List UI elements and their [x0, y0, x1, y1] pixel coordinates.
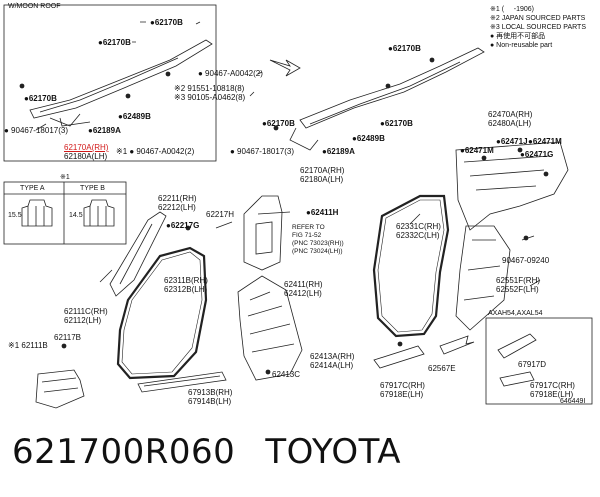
door-opening-trim-front — [116, 246, 208, 380]
callout-62170a[interactable]: 62170A(RH) — [300, 166, 345, 175]
quarter-trim-lower — [455, 225, 511, 331]
callout-62217h[interactable]: 62217H — [206, 210, 235, 219]
callout-62414a[interactable]: 62414A(LH) — [310, 361, 354, 370]
callout-62331c[interactable]: 62331C(RH) — [396, 222, 441, 231]
type-table-frame — [3, 181, 127, 245]
center-pillar-lower — [237, 275, 303, 381]
callout-62111c[interactable]: 62111C(RH) — [64, 307, 108, 316]
callout-62471j[interactable]: ●62471J — [496, 137, 528, 146]
brand-name: TOYOTA — [265, 432, 402, 472]
direction-arrow — [269, 59, 301, 77]
type-b-clip — [83, 199, 115, 227]
callout-62170b[interactable]: ●62170B — [24, 94, 57, 103]
callout-62170b[interactable]: ●62170B — [98, 38, 131, 47]
callout-62117b[interactable]: 62117B — [54, 333, 81, 342]
roof-garnish-right — [299, 47, 485, 129]
callout-67918e[interactable]: 67918E(LH) — [380, 390, 424, 399]
callout-62567e[interactable]: 62567E — [428, 364, 456, 373]
callout-62471g[interactable]: ●62471G — [520, 150, 554, 159]
callout-67917c[interactable]: 67917C(RH) — [380, 381, 425, 390]
callout-62311b[interactable]: 62311B(RH) — [164, 276, 208, 285]
legend-line-3: ※3 LOCAL SOURCED PARTS — [490, 24, 586, 31]
callout-67917d[interactable]: 67917D — [518, 360, 547, 369]
part-caption: 621700R060 TOYOTA — [12, 432, 431, 472]
type-a-label: TYPE A — [20, 185, 45, 192]
legend-line-2: ※2 JAPAN SOURCED PARTS — [490, 15, 586, 22]
callout-90467-09240[interactable]: 90467-09240 — [502, 256, 550, 265]
callout-90105-a0462[interactable]: ※3 90105-A0462(8) — [174, 93, 246, 102]
quarter-trim-upper — [455, 141, 569, 231]
callout-62489b[interactable]: ●62489B — [352, 134, 385, 143]
callout-62212[interactable]: 62212(LH) — [158, 203, 196, 212]
callout-67917c[interactable]: 67917C(RH) — [530, 381, 575, 390]
axah-label: AXAH54,AXAL54 — [488, 310, 543, 317]
type-a-clip — [21, 199, 53, 227]
callout-67914b[interactable]: 67914B(LH) — [188, 397, 232, 406]
callout-62211[interactable]: 62211(RH) — [158, 194, 197, 203]
front-scuff-plate — [137, 371, 227, 393]
callout-62489b[interactable]: ●62489B — [118, 112, 151, 121]
refer-to-figure-note: REFER TO FIG 71-52 (PNC 73023(RH)) (PNC … — [292, 224, 344, 255]
callout-62413c[interactable]: 62413C — [272, 370, 301, 379]
callout-62412[interactable]: 62412(LH) — [284, 289, 322, 298]
callout-62217g[interactable]: ●62217G — [166, 221, 200, 230]
clip-dot — [19, 83, 25, 89]
callout-62189a[interactable]: ●62189A — [322, 147, 355, 156]
legend-line-4: ● 再使用不可部品 — [490, 33, 546, 40]
callout-62312b[interactable]: 62312B(LH) — [164, 285, 208, 294]
callout-62471m[interactable]: ●62471M — [528, 137, 562, 146]
callout-90467-18017[interactable]: ● 90467-18017(3) — [4, 126, 68, 135]
callout-62332c[interactable]: 62332C(LH) — [396, 231, 440, 240]
axah-frame — [485, 317, 593, 405]
rear-scuff-plate — [373, 345, 425, 369]
direction-arrow-left — [439, 335, 475, 355]
moon-roof-title: W/MOON ROOF — [8, 3, 61, 10]
callout-62471m[interactable]: ●62471M — [460, 146, 494, 155]
callout-90467-a0042[interactable]: ● 90467-A0042(2) — [198, 69, 263, 78]
callout-67918e[interactable]: 67918E(LH) — [530, 390, 574, 399]
callout-62413a[interactable]: 62413A(RH) — [310, 352, 355, 361]
callout-62111b[interactable]: ※1 62111B — [8, 341, 48, 350]
callout-90467-a0042[interactable]: ※1 ● 90467-A0042(2) — [116, 147, 195, 156]
callout-62170b[interactable]: ●62170B — [150, 18, 183, 27]
callout-62189a[interactable]: ●62189A — [88, 126, 121, 135]
callout-62480a[interactable]: 62480A(LH) — [488, 119, 532, 128]
legend-line-5: ● Non-reusable part — [490, 42, 553, 49]
legend-line-1: ※1 ( -1906) — [490, 6, 534, 13]
type-a-dimension: 15.5 — [8, 212, 22, 219]
diagram-artwork — [3, 4, 593, 409]
callout-62180a[interactable]: 62180A(LH) — [64, 152, 108, 161]
callout-62170a-highlighted[interactable]: 62170A(RH) — [64, 143, 109, 152]
type-b-label: TYPE B — [80, 185, 105, 192]
front-pillar-garnish — [109, 211, 167, 297]
cowl-side-trim — [35, 369, 85, 409]
part-number: 621700R060 — [12, 432, 236, 472]
callout-62170b[interactable]: ●62170B — [262, 119, 295, 128]
type-table-header: ※1 — [60, 174, 70, 181]
figure-number: 646449I — [560, 398, 586, 405]
moon-roof-frame — [3, 4, 217, 162]
callout-62112[interactable]: 62112(LH) — [64, 316, 102, 325]
callout-62170b[interactable]: ●62170B — [380, 119, 413, 128]
center-pillar-upper — [243, 195, 283, 271]
callout-62411h[interactable]: ●62411H — [306, 208, 339, 217]
callout-62551f[interactable]: 62551F(RH) — [496, 276, 541, 285]
callout-62170b[interactable]: ●62170B — [388, 44, 421, 53]
callout-67913b[interactable]: 67913B(RH) — [188, 388, 233, 397]
callout-91551-10818[interactable]: ※2 91551-10818(8) — [174, 84, 245, 93]
roof-garnish-left — [29, 39, 213, 119]
door-opening-trim-rear — [372, 194, 450, 338]
callout-62552f[interactable]: 62552F(LH) — [496, 285, 539, 294]
callout-62411[interactable]: 62411(RH) — [284, 280, 323, 289]
callout-90467-18017[interactable]: ● 90467-18017(3) — [230, 147, 294, 156]
type-b-dimension: 14.5 — [69, 212, 83, 219]
callout-62470a[interactable]: 62470A(RH) — [488, 110, 533, 119]
callout-62180a[interactable]: 62180A(LH) — [300, 175, 344, 184]
